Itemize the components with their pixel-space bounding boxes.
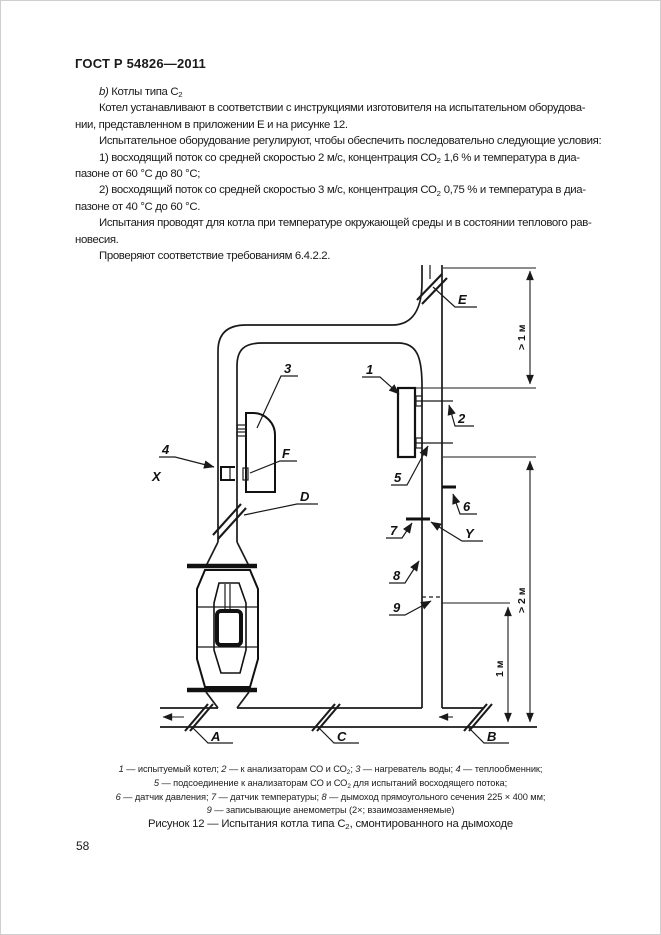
- cut-mark-d: [212, 503, 247, 540]
- figure-label-6: 6: [463, 499, 471, 514]
- figure-label-5: 5: [394, 470, 402, 485]
- cut-mark-c: [311, 703, 336, 732]
- figure-label-b: B: [487, 729, 496, 744]
- curved-duct: [217, 281, 423, 542]
- figure-label-f: F: [282, 446, 291, 461]
- text-line: Испытания проводят для котла при темпера…: [99, 217, 592, 230]
- page-number: 58: [76, 839, 90, 853]
- figure-12-diagram: > 1 м > 2 м 1 м E 1 3 2 5: [151, 265, 537, 744]
- figure-label-e: E: [458, 292, 467, 307]
- text-line: новесия.: [75, 233, 119, 246]
- figure-label-a: A: [210, 729, 220, 744]
- chimney-duct: [421, 265, 443, 708]
- dim-label-right: > 2 м: [516, 587, 528, 613]
- text-line: пазоне от 60 °С до 80 °С;: [75, 167, 201, 180]
- figure-label-7: 7: [390, 523, 398, 538]
- body-text: b) Котлы типа С2 Котел устанавливают в с…: [75, 84, 612, 264]
- figure-label-x: X: [151, 469, 162, 484]
- text-line: пазоне от 40 °С до 60 °С.: [75, 200, 201, 213]
- sensors: [406, 485, 456, 598]
- caption-line: 1 — испытуемый котел; 2 — к анализаторам…: [118, 764, 543, 777]
- figure-label-c: C: [337, 729, 347, 744]
- cut-mark-a: [184, 703, 209, 732]
- caption-line: 5 — подсоединение к анализаторам СО и СО…: [153, 777, 508, 790]
- figure-label-3: 3: [284, 361, 292, 376]
- figure-label-8: 8: [393, 568, 401, 583]
- figure-label-d: D: [300, 489, 310, 504]
- dimensions: > 1 м > 2 м 1 м: [416, 267, 536, 723]
- figure-label-4: 4: [161, 442, 170, 457]
- text-line: b) Котлы типа С2: [99, 86, 183, 100]
- heat-exchanger-fitting: [220, 466, 235, 481]
- page-header-title: ГОСТ Р 54826—2011: [75, 56, 206, 71]
- text-line: Котел устанавливают в соответствии с инс…: [99, 102, 586, 115]
- fan-unit: [187, 541, 259, 709]
- figure-12: > 1 м > 2 м 1 м E 1 3 2 5: [140, 255, 560, 765]
- cut-mark-e: [416, 273, 448, 305]
- caption-line: 9 — записывающие анемометры (2×; взаимоз…: [206, 805, 455, 816]
- figure-label-9: 9: [393, 600, 401, 615]
- bottom-duct: [160, 703, 537, 732]
- text-line: 1) восходящий поток со средней скоростью…: [99, 151, 580, 166]
- text-line: Проверяют соответствие требованиям 6.4.2…: [99, 249, 331, 262]
- figure-caption: 1 — испытуемый котел; 2 — к анализаторам…: [62, 763, 599, 818]
- boiler-under-test: [396, 386, 453, 459]
- text-line: Испытательное оборудование регулируют, ч…: [99, 135, 602, 148]
- dim-label-inner: 1 м: [494, 660, 506, 677]
- leader-lines: [159, 286, 509, 744]
- figure-label-1: 1: [366, 362, 373, 377]
- fitting-f: [242, 467, 249, 481]
- text-line: нии, представленном в приложении Е и на …: [75, 118, 348, 131]
- caption-line: 6 — датчик давления; 7 — датчик температ…: [115, 791, 546, 802]
- water-heater: [236, 412, 276, 493]
- cut-mark-b: [463, 703, 488, 732]
- figure-label-y: Y: [465, 526, 475, 541]
- figure-label-2: 2: [457, 411, 466, 426]
- dim-label-top: > 1 м: [516, 324, 528, 350]
- text-line: 2) восходящий поток со средней скоростью…: [99, 184, 586, 198]
- figure-title: Рисунок 12 — Испытания котла типа С2, см…: [148, 818, 513, 832]
